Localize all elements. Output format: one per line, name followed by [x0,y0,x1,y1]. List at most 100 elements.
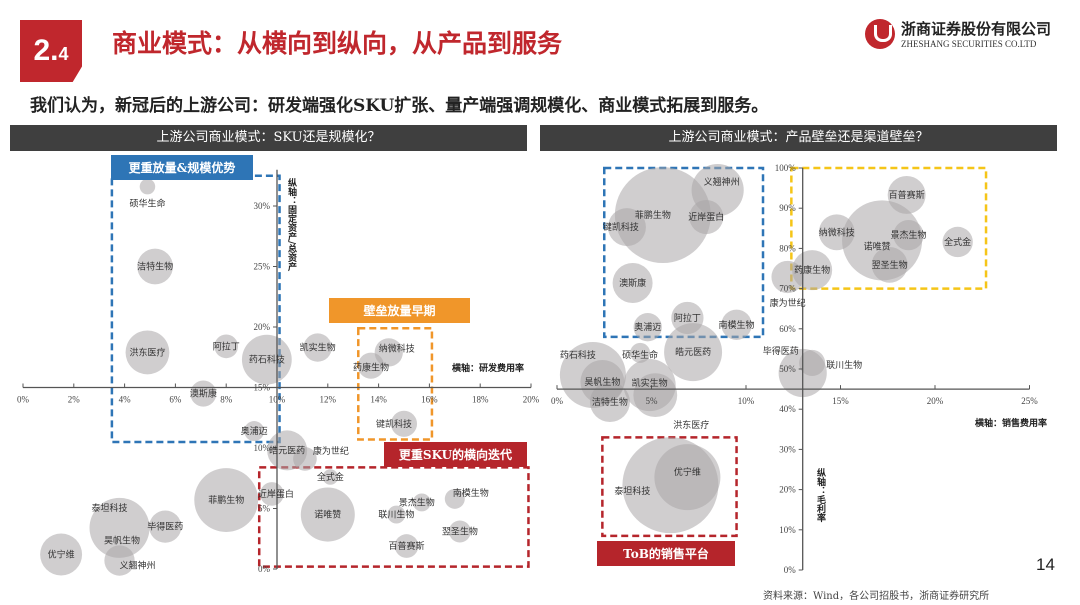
left-x-tick-label: 14% [370,395,387,405]
left-bubble-label: 近岸蛋白 [258,488,294,500]
right-bubble [612,262,653,303]
left-bubble-label: 联川生物 [378,509,414,521]
left-bubble-label: 纳微科技 [379,342,415,354]
right-bubble [664,323,723,382]
right-bubble-label: 义翘神州 [704,176,740,188]
left-bubble-label: 硕华生命 [129,198,165,210]
right-bubble-label: 键凯科技 [603,221,639,233]
right-bubble-label: 近岸蛋白 [688,211,724,223]
right-y-tick-label: 30% [779,444,796,454]
right-bubble [887,175,926,214]
left-bubble [139,178,156,195]
right-bubble [799,349,826,377]
right-bubble [607,208,646,247]
page-title: 商业模式：从横向到纵向，从产品到服务 [112,29,563,58]
left-bubble-label: 康为世纪 [313,445,349,457]
left-bubble-label: 皓元医药 [269,444,305,456]
left-bubble [260,482,284,506]
left-bubble-label: 义翘神州 [120,560,156,572]
right-bubble-label: 昊帆生物 [584,376,620,388]
right-y-axis-title: 纵轴：毛利率 [815,467,827,523]
left-bubble [40,533,83,576]
right-bubble-label: 药康生物 [794,264,830,276]
right-bubble-label: 泰坦科技 [614,485,650,497]
left-bubble [125,330,170,375]
left-bubble-label: 百普赛斯 [389,540,425,552]
left-bubble [241,334,292,385]
logo-en: ZHESHANG SECURITIES CO.LTD [901,39,1037,49]
right-y-tick-label: 80% [779,243,796,253]
left-bubble-label: 澳斯康 [190,388,217,400]
left-bubble-label: 泰坦科技 [92,502,128,514]
right-bubble-label: 毕得医药 [763,345,799,357]
right-bubble-label: 景杰生物 [891,229,927,241]
left-bubble-label: 奥浦迈 [241,425,268,437]
right-x-tick-label: 0% [551,396,564,406]
left-bubble-label: 毕得医药 [147,521,183,533]
right-annotation-box [603,166,765,339]
right-bubble-label: 联川生物 [826,359,862,371]
company-logo: 浙商证券股份有限公司 ZHESHANG SECURITIES CO.LTD [865,18,1051,49]
right-bubble-label: 诺唯赞 [864,240,891,252]
left-bubble-label: 药康生物 [353,362,389,374]
left-bubble [390,410,418,437]
right-bubble-label: 康为世纪 [770,297,806,309]
left-annotation-box [257,466,530,568]
right-y-tick-label: 0% [784,565,797,575]
left-bubble [357,352,385,379]
right-bubble-label: 全式金 [944,236,971,248]
right-y-tick-label: 20% [779,485,796,495]
left-annotation-tag [329,298,470,323]
left-y-tick-label: 10% [254,443,271,453]
right-bubble [633,313,662,342]
left-y-tick-label: 20% [254,322,271,332]
left-bubble-label: 翌圣生物 [442,525,478,537]
right-y-tick-label: 100% [775,163,797,173]
left-bubble [104,545,135,576]
right-bubble-label: 皓元医药 [675,346,711,358]
left-bubble [293,447,317,471]
left-x-tick-label: 2% [68,395,81,405]
logo-cn: 浙商证券股份有限公司 [901,20,1052,38]
right-bubble-label: 翌圣生物 [872,259,908,271]
source-note: 资料来源：Wind，各公司招股书，浙商证券研究所 [763,591,990,602]
left-annotation-box [357,326,434,441]
right-bubble-label: 洁特生物 [592,396,628,408]
right-y-tick-label: 40% [779,404,796,414]
left-bubble-label: 凯实生物 [300,342,336,354]
left-bubble-label: 昊帆生物 [104,535,140,547]
right-x-tick-label: 25% [1021,396,1038,406]
right-bubble [721,309,752,340]
left-y-tick-label: 25% [254,262,271,272]
left-bubble [412,493,431,512]
left-bubble [448,520,471,543]
right-bubble-label: 阿拉丁 [674,312,701,324]
right-annotation-box [790,166,988,290]
left-bubble-label: 景杰生物 [399,496,435,508]
left-bubble [214,334,239,359]
left-annotation-tag [111,155,253,180]
left-x-tick-label: 18% [472,395,489,405]
right-chart-title: 上游公司商业模式：产品壁垒还是渠道壁垒？ [540,125,1057,151]
left-x-tick-label: 16% [421,395,438,405]
right-bubble [589,381,630,422]
left-annotation-tag [384,442,527,467]
left-annotation-tag-label: 更重SKU的横向迭代 [399,447,512,462]
logo-icon [865,18,895,49]
left-bubble-label: 洁特生物 [137,261,173,273]
right-y-tick-label: 60% [779,324,796,334]
left-bubble-label: 诺唯赞 [314,509,341,521]
right-bubble-label: 药石科技 [560,349,596,361]
section-badge: 2.4 [20,20,82,82]
left-bubble [444,488,465,509]
right-y-tick-label: 10% [779,525,796,535]
right-bubble [633,373,678,418]
left-annotation-tag-label: 壁垒放量早期 [363,303,435,318]
left-bubble [303,333,332,362]
right-x-tick-label: 10% [738,396,755,406]
left-bubble [137,248,173,285]
left-bubble-label: 键凯科技 [376,418,412,430]
left-bubble-label: 药石科技 [249,354,285,366]
left-y-tick-label: 15% [254,383,271,393]
right-bubble [942,226,973,258]
